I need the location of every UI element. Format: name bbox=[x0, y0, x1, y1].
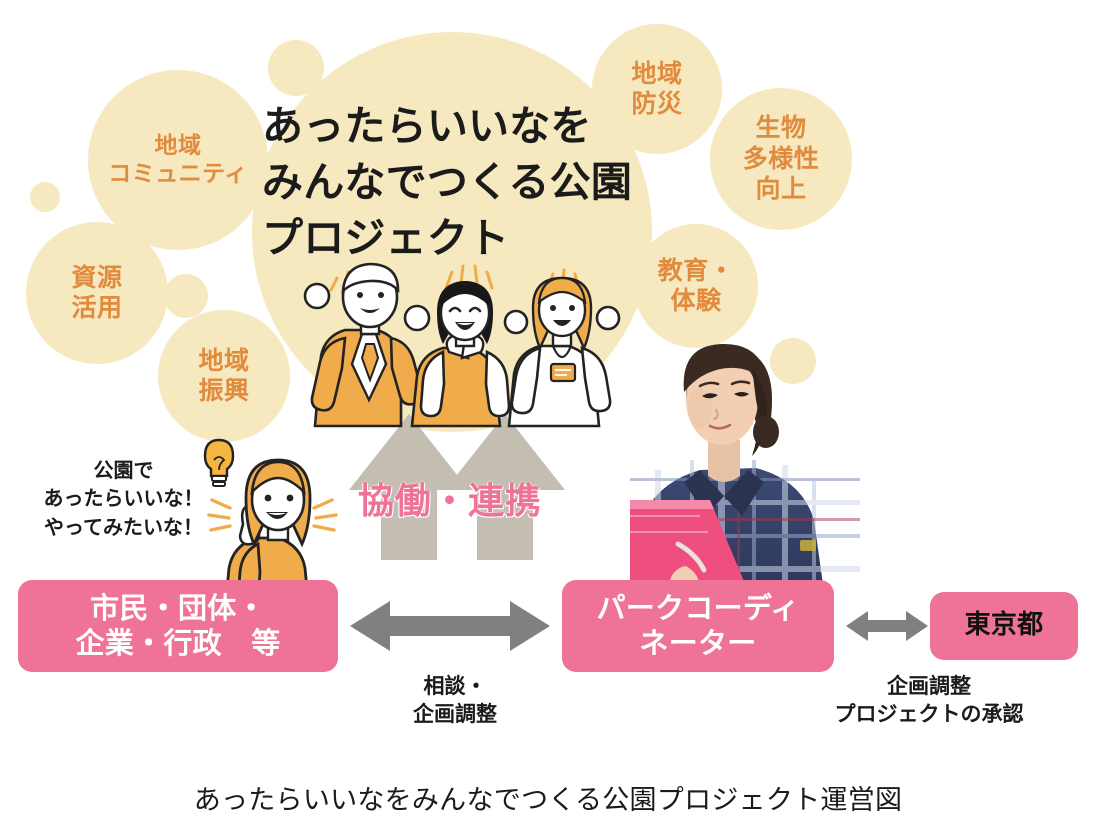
caption-consultation: 相談・ 企画調整 bbox=[413, 674, 497, 727]
double-arrow-icon bbox=[350, 601, 550, 651]
theme-bubble-revitalize: 地域 振興 bbox=[158, 310, 290, 442]
decor-bubble-decor-4 bbox=[770, 338, 816, 384]
figure-caption: あったらいいなをみんなでつくる公園プロジェクト運営図 bbox=[193, 785, 903, 816]
box-citizens[interactable]: 市民・団体・ 企業・行政 等 bbox=[18, 580, 338, 672]
citizen-speech-text: 公園で あったらいいな！ やってみたいな！ bbox=[43, 458, 204, 539]
theme-bubble-community: 地域 コミュニティ bbox=[88, 70, 268, 250]
decor-bubble-decor-2 bbox=[164, 274, 208, 318]
theme-bubble-resources: 資源 活用 bbox=[26, 222, 168, 364]
caption-approval: 企画調整 プロジェクトの承認 bbox=[834, 674, 1024, 727]
box-tokyo-metropolis[interactable]: 東京都 bbox=[930, 592, 1078, 660]
theme-bubble-education: 教育・ 体験 bbox=[634, 224, 758, 348]
collaboration-label: 協働・連携 bbox=[358, 481, 542, 522]
decor-bubble-decor-1 bbox=[268, 40, 324, 96]
clipboard-icon bbox=[630, 500, 746, 586]
double-arrow-icon bbox=[846, 611, 928, 641]
box-park-coordinator[interactable]: パークコーディ ネーター bbox=[562, 580, 834, 672]
main-title: あったらいいなを みんなでつくる公園 プロジェクト bbox=[262, 102, 633, 263]
theme-bubble-disaster: 地域 防災 bbox=[592, 24, 722, 154]
decor-bubble-decor-5 bbox=[30, 182, 60, 212]
decor-bubble-decor-3 bbox=[608, 172, 646, 210]
theme-bubble-biodiversity: 生物 多様性 向上 bbox=[710, 88, 852, 230]
